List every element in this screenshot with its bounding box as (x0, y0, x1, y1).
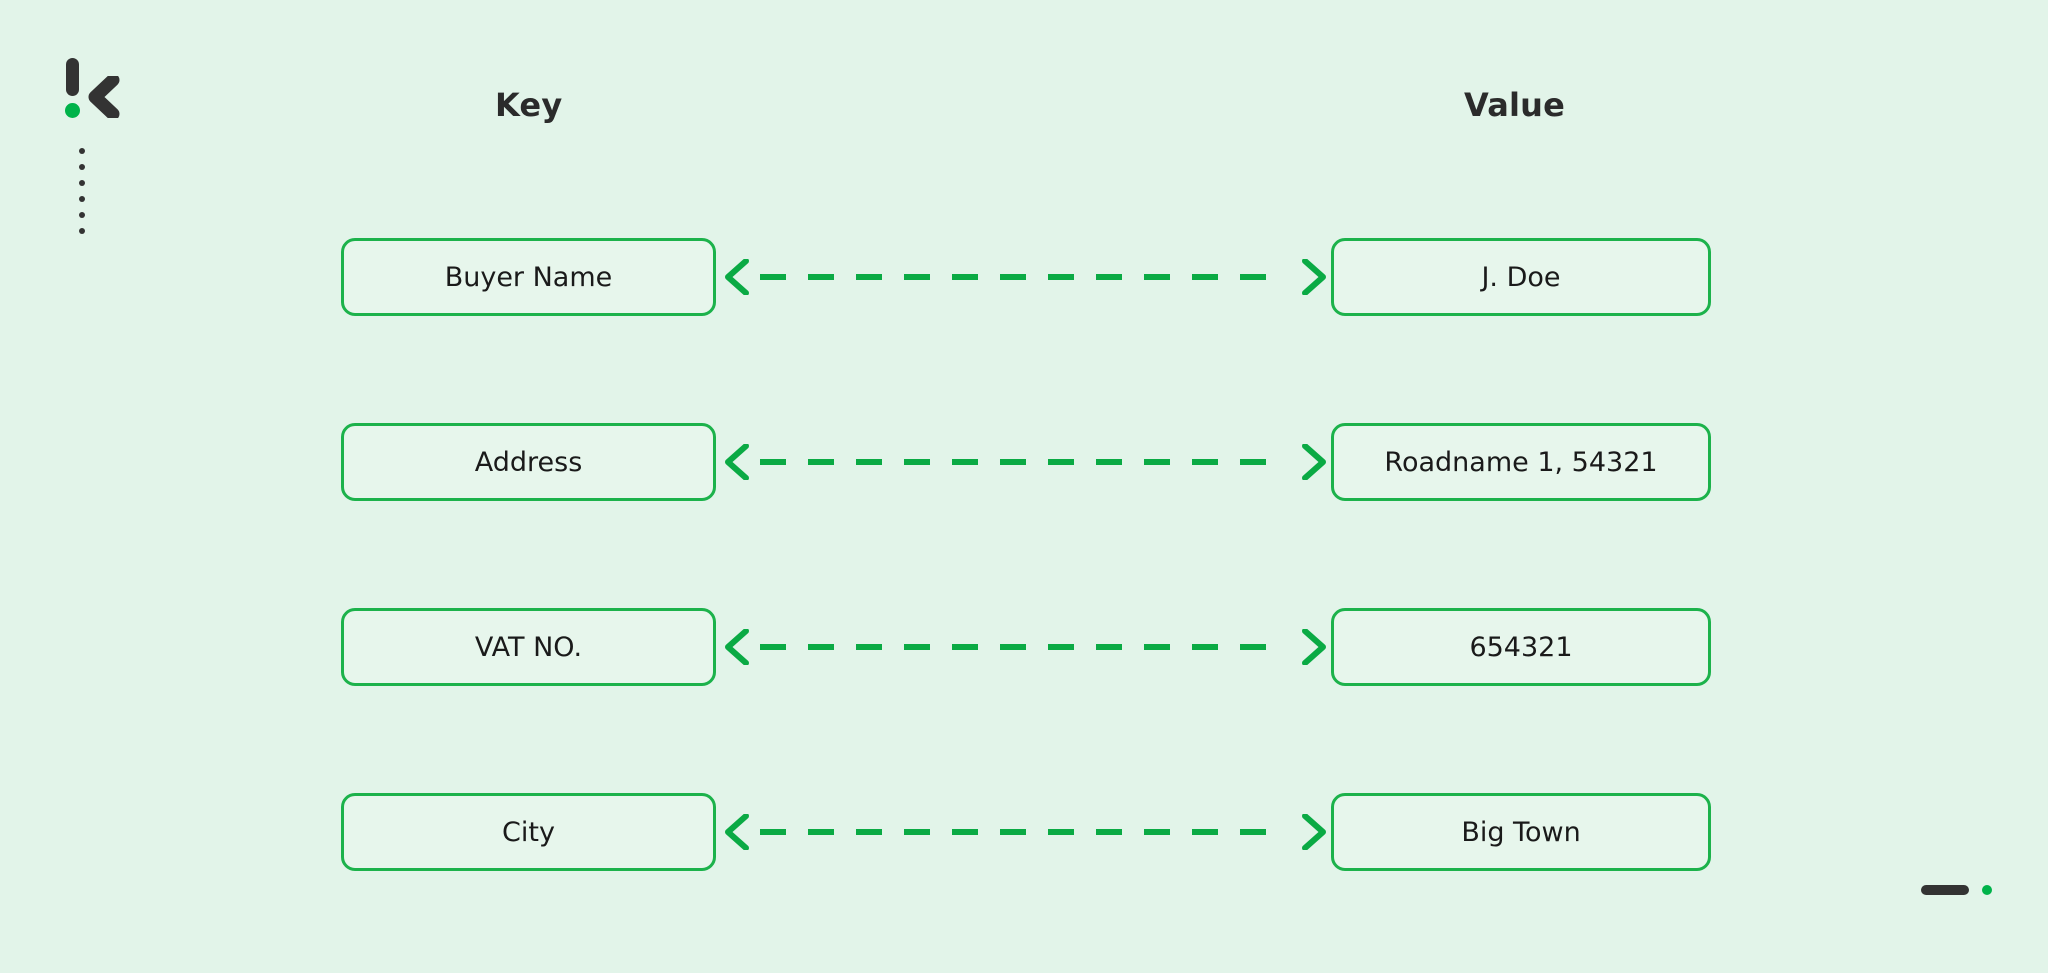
rail-dot (79, 164, 85, 170)
key-node[interactable]: Buyer Name (341, 238, 716, 316)
rail-dot (79, 180, 85, 186)
rail-dot (79, 212, 85, 218)
dashed-line (760, 459, 1288, 465)
dashed-line (760, 274, 1288, 280)
row-connector (716, 808, 1331, 856)
arrow-left-icon (725, 629, 749, 665)
arrow-right-icon (1302, 444, 1326, 480)
value-node[interactable]: J. Doe (1331, 238, 1711, 316)
arrow-left-icon (725, 814, 749, 850)
dashed-line (760, 644, 1288, 650)
rail-dot (79, 228, 85, 234)
value-node[interactable]: Roadname 1, 54321 (1331, 423, 1711, 501)
key-node[interactable]: City (341, 793, 716, 871)
column-header-key: Key (495, 86, 563, 124)
klippa-k-logo (62, 58, 122, 120)
arrow-right-icon (1302, 814, 1326, 850)
key-node[interactable]: VAT NO. (341, 608, 716, 686)
arrow-left-icon (725, 259, 749, 295)
row-connector (716, 253, 1331, 301)
dotted-rail (79, 148, 85, 234)
row-connector (716, 438, 1331, 486)
corner-bar (1921, 885, 1969, 895)
key-value-row: Address Roadname 1, 54321 (0, 423, 2048, 513)
rail-dot (79, 196, 85, 202)
key-value-row: Buyer Name J. Doe (0, 238, 2048, 328)
dashed-line (760, 829, 1288, 835)
logo-chevron-icon (88, 76, 120, 118)
arrow-right-icon (1302, 259, 1326, 295)
corner-green-dot (1982, 885, 1992, 895)
value-node[interactable]: 654321 (1331, 608, 1711, 686)
arrow-right-icon (1302, 629, 1326, 665)
key-node[interactable]: Address (341, 423, 716, 501)
column-header-value: Value (1464, 86, 1566, 124)
key-value-rows: Buyer Name J. Doe Address Roadname 1, 54… (0, 238, 2048, 973)
arrow-left-icon (725, 444, 749, 480)
key-value-row: City Big Town (0, 793, 2048, 883)
logo-green-dot (65, 103, 80, 118)
value-node[interactable]: Big Town (1331, 793, 1711, 871)
rail-dot (79, 148, 85, 154)
key-value-row: VAT NO. 654321 (0, 608, 2048, 698)
corner-accent-mark (1921, 885, 1992, 895)
logo-bar (66, 58, 79, 96)
row-connector (716, 623, 1331, 671)
